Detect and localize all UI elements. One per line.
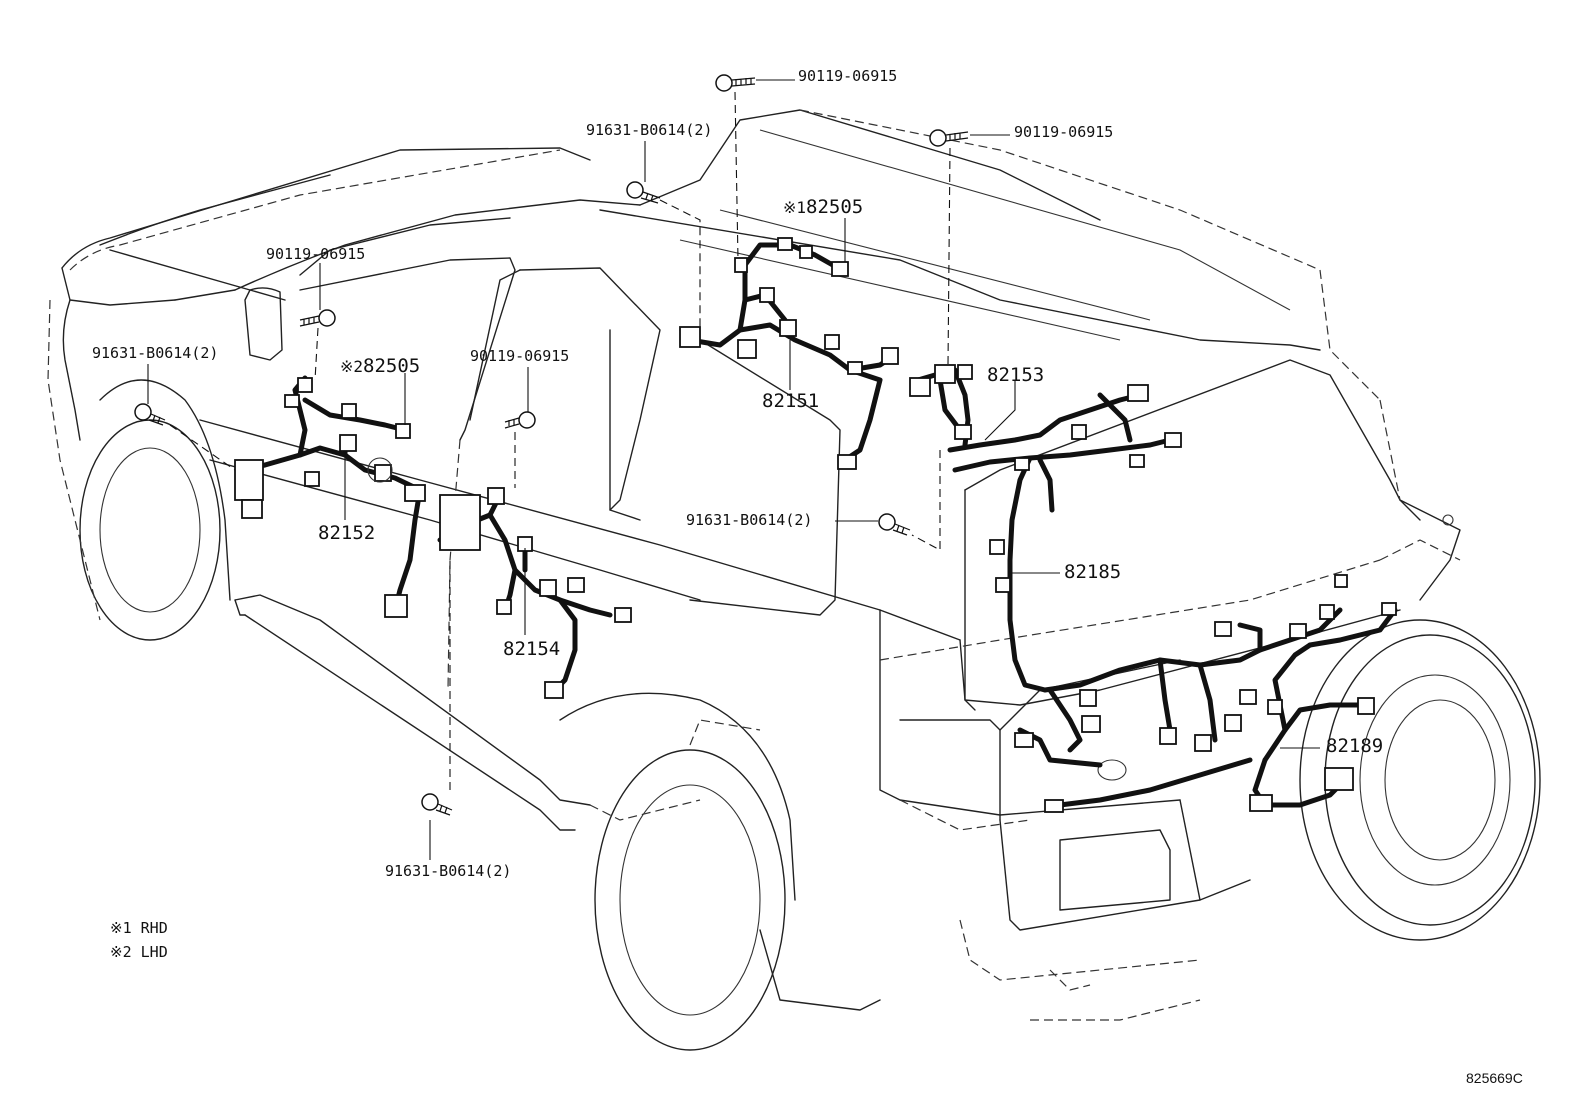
bolt-icon bbox=[299, 309, 336, 327]
note-text: LHD bbox=[140, 943, 168, 961]
harness-82505-door-label: ※282505 bbox=[340, 355, 420, 378]
lhd-mark: ※2 bbox=[340, 357, 364, 376]
note-mark: ※1 bbox=[110, 919, 132, 937]
note-mark: ※2 bbox=[110, 943, 132, 961]
part-number: 82505 bbox=[806, 196, 864, 218]
screw-label: 91631-B0614(2) bbox=[385, 862, 512, 880]
bolt-icon bbox=[929, 129, 969, 147]
bolt-icon bbox=[715, 74, 756, 92]
harness-82189[interactable] bbox=[1249, 602, 1398, 812]
harness-82154[interactable] bbox=[437, 487, 632, 699]
harness-82185[interactable] bbox=[947, 384, 1348, 813]
harness-82189-label: 82189 bbox=[1326, 735, 1384, 757]
harness-82153-label: 82153 bbox=[987, 364, 1045, 386]
harness-82152[interactable] bbox=[234, 375, 426, 618]
harness-82153[interactable] bbox=[909, 364, 973, 448]
note-text: RHD bbox=[140, 919, 168, 937]
screw-label: 91631-B0614(2) bbox=[686, 511, 813, 529]
harness-82505-roof[interactable] bbox=[777, 237, 849, 277]
screw-icon bbox=[421, 793, 453, 816]
vehicle-hidden-lines bbox=[47, 109, 1461, 1021]
figure-id: 825669C bbox=[1466, 1070, 1523, 1086]
screw-icon bbox=[134, 403, 166, 426]
part-number: 82505 bbox=[363, 355, 421, 377]
leader-lines bbox=[147, 79, 1320, 860]
screw-icon bbox=[626, 181, 661, 204]
harness-82505-roof-label: ※182505 bbox=[783, 196, 863, 219]
note-rhd: ※1 RHD bbox=[110, 919, 168, 937]
harness-82505-door[interactable] bbox=[284, 377, 411, 439]
harness-82154-label: 82154 bbox=[503, 638, 561, 660]
bolt-label: 90119-06915 bbox=[798, 67, 898, 85]
bolt-label: 90119-06915 bbox=[1014, 123, 1114, 141]
note-lhd: ※2 LHD bbox=[110, 943, 168, 961]
bolt-icon bbox=[504, 411, 536, 429]
bolt-label: 90119-06915 bbox=[266, 245, 366, 263]
rhd-mark: ※1 bbox=[783, 198, 807, 217]
screw-label: 91631-B0614(2) bbox=[92, 344, 219, 362]
harness-82185-label: 82185 bbox=[1064, 561, 1122, 583]
harness-82152-label: 82152 bbox=[318, 522, 376, 544]
screw-icon bbox=[878, 513, 911, 536]
screw-label: 91631-B0614(2) bbox=[586, 121, 713, 139]
bolt-label: 90119-06915 bbox=[470, 347, 570, 365]
harness-82151[interactable] bbox=[679, 242, 899, 470]
harness-82151-label: 82151 bbox=[762, 390, 820, 412]
